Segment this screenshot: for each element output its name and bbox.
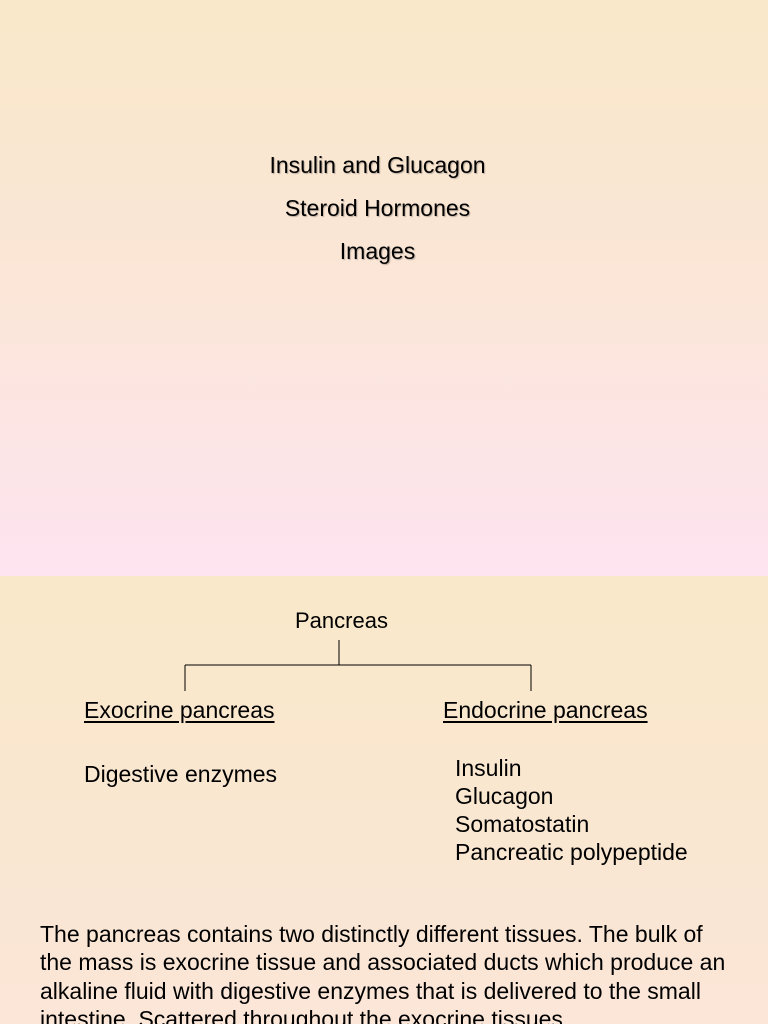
tree-connector-lines bbox=[184, 640, 532, 691]
pancreas-description-paragraph: The pancreas contains two distinctly dif… bbox=[40, 921, 726, 1024]
title-line-insulin-glucagon: Insulin and Glucagon bbox=[269, 152, 486, 178]
endocrine-hormone-list: Insulin Glucagon Somatostatin Pancreatic… bbox=[455, 754, 688, 866]
title-line-steroid-hormones: Steroid Hormones bbox=[284, 195, 471, 221]
list-item: Insulin bbox=[455, 755, 522, 781]
list-item: Somatostatin bbox=[455, 811, 590, 837]
digestive-enzymes-item: Digestive enzymes bbox=[84, 761, 278, 787]
pancreas-slide: Pancreas Exocrine pancreas Endocrine pan… bbox=[0, 576, 768, 1024]
title-slide: Insulin and Glucagon Steroid Hormones Im… bbox=[0, 0, 768, 576]
endocrine-heading: Endocrine pancreas bbox=[443, 697, 648, 723]
list-item: Pancreatic polypeptide bbox=[455, 839, 688, 865]
title-line-images: Images bbox=[339, 238, 416, 264]
list-item: Glucagon bbox=[455, 783, 554, 809]
exocrine-heading: Exocrine pancreas bbox=[84, 697, 275, 723]
pancreas-root-label: Pancreas bbox=[295, 608, 388, 633]
